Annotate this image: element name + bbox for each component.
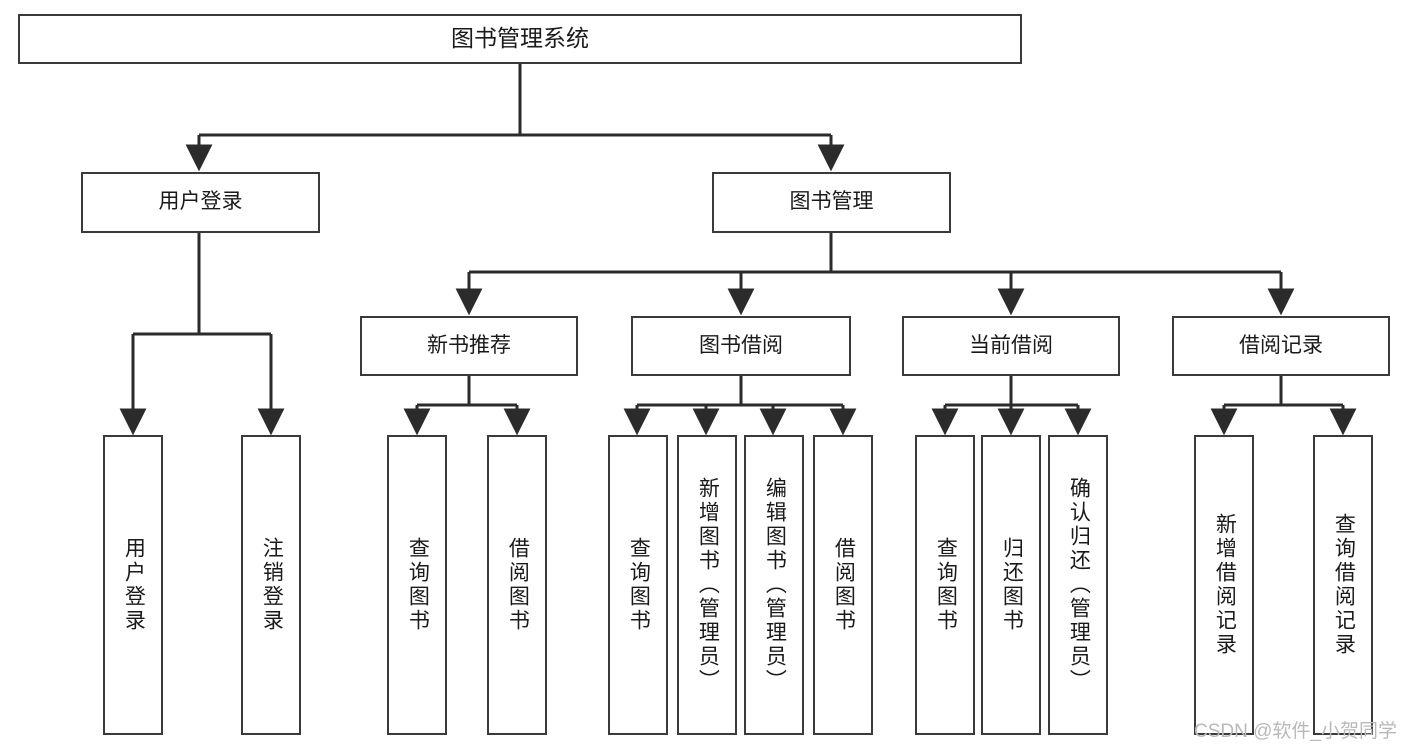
node-borrow-records-label: 借阅记录	[1239, 333, 1323, 357]
node-current-borrow-label: 当前借阅	[969, 333, 1053, 357]
node-book-management[interactable]: 图书管理	[712, 172, 951, 233]
leaf-borrow-borrow-book-label: 借阅图书	[832, 537, 856, 633]
node-new-book-recommend-label: 新书推荐	[427, 333, 511, 357]
watermark: CSDN @软件_小贺同学	[1194, 721, 1397, 742]
leaf-current-return-book-label: 归还图书	[1000, 537, 1024, 633]
leaf-records-add-record-label: 新增借阅记录	[1213, 513, 1237, 657]
leaf-current-confirm-return-admin[interactable]: 确认归还（管理员）	[1048, 435, 1108, 735]
leaf-newbook-query-book-label: 查询图书	[406, 537, 430, 633]
leaf-current-confirm-return-admin-label: 确认归还（管理员）	[1067, 477, 1091, 693]
leaf-newbook-query-book[interactable]: 查询图书	[387, 435, 447, 735]
leaf-borrow-query-book[interactable]: 查询图书	[608, 435, 668, 735]
leaf-logout-label: 注销登录	[260, 537, 284, 633]
node-root[interactable]: 图书管理系统	[18, 14, 1022, 64]
leaf-user-login-label: 用户登录	[122, 537, 146, 633]
leaf-records-query-record-label: 查询借阅记录	[1332, 513, 1356, 657]
node-book-management-label: 图书管理	[789, 190, 874, 214]
leaf-current-return-book[interactable]: 归还图书	[981, 435, 1041, 735]
leaf-current-query-book-label: 查询图书	[934, 537, 958, 633]
leaf-logout[interactable]: 注销登录	[241, 435, 301, 735]
leaf-borrow-query-book-label: 查询图书	[627, 537, 651, 633]
node-user-login-label: 用户登录	[158, 190, 243, 214]
leaf-current-query-book[interactable]: 查询图书	[915, 435, 975, 735]
leaf-borrow-edit-book-admin-label: 编辑图书（管理员）	[763, 477, 787, 693]
leaf-borrow-add-book-admin-label: 新增图书（管理员）	[696, 477, 720, 693]
node-root-label: 图书管理系统	[451, 25, 589, 52]
leaf-user-login[interactable]: 用户登录	[103, 435, 163, 735]
leaf-records-add-record[interactable]: 新增借阅记录	[1194, 435, 1254, 735]
node-user-login[interactable]: 用户登录	[81, 172, 320, 233]
node-new-book-recommend[interactable]: 新书推荐	[360, 316, 578, 376]
leaf-borrow-edit-book-admin[interactable]: 编辑图书（管理员）	[744, 435, 804, 735]
leaf-newbook-borrow-book-label: 借阅图书	[506, 537, 530, 633]
leaf-records-query-record[interactable]: 查询借阅记录	[1313, 435, 1373, 735]
leaf-newbook-borrow-book[interactable]: 借阅图书	[487, 435, 547, 735]
leaf-borrow-add-book-admin[interactable]: 新增图书（管理员）	[677, 435, 737, 735]
node-book-borrow-label: 图书借阅	[699, 333, 783, 357]
node-current-borrow[interactable]: 当前借阅	[902, 316, 1120, 376]
leaf-borrow-borrow-book[interactable]: 借阅图书	[813, 435, 873, 735]
node-borrow-records[interactable]: 借阅记录	[1172, 316, 1390, 376]
node-book-borrow[interactable]: 图书借阅	[631, 316, 851, 376]
